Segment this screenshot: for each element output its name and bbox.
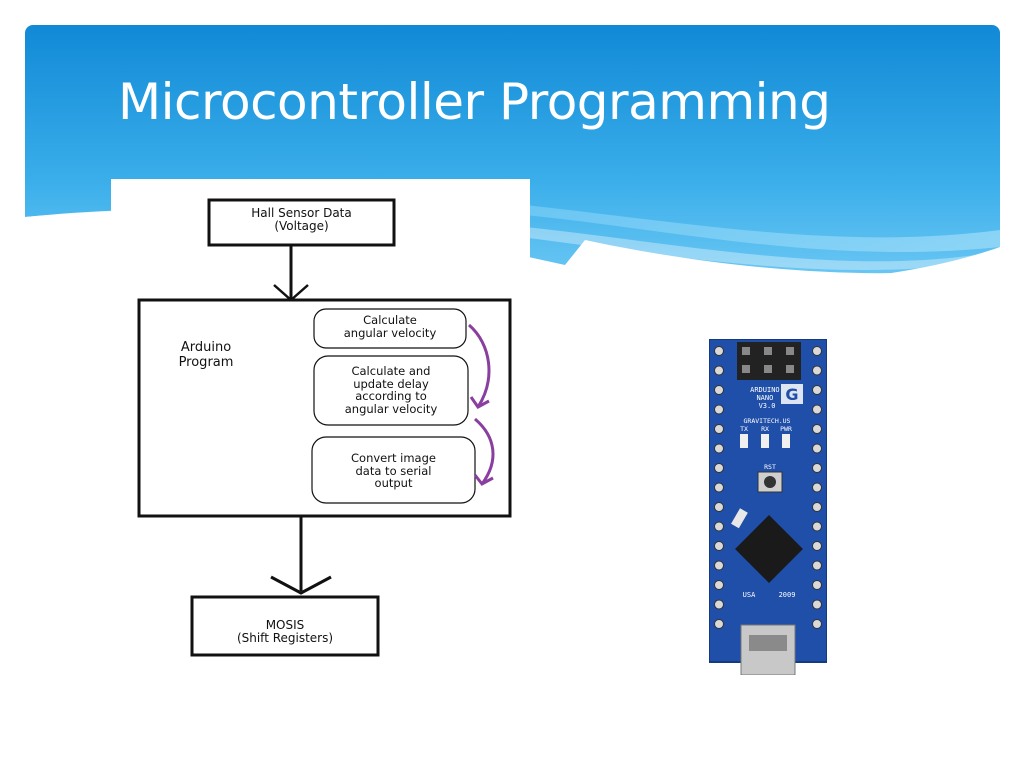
header-pin (812, 560, 822, 571)
header-pin (714, 580, 724, 590)
header-pin (812, 521, 822, 532)
header-pin (714, 599, 724, 610)
step-1-label: Calculate angular velocity (343, 313, 437, 340)
header-pin (714, 365, 724, 376)
header-pin (812, 404, 822, 415)
led-label-pwr: PWR (780, 425, 792, 433)
header-pin (714, 482, 724, 493)
header-pin (714, 443, 724, 454)
board-brand: GRAVITECH.US (744, 417, 791, 425)
step-3-label: Convert image data to serial output (351, 451, 436, 490)
program-label: Arduino Program (178, 340, 234, 370)
header-pin (812, 365, 822, 376)
step-box-2 (313, 355, 469, 426)
reset-label: RST (764, 463, 776, 471)
header-pin (812, 580, 822, 590)
header-pin (812, 443, 822, 454)
header-pin (714, 424, 724, 434)
flow-diagram: Hall Sensor Data (Voltage) Arduino Progr… (111, 179, 530, 680)
led-label-tx: TX (740, 425, 748, 433)
header-pin (714, 385, 724, 395)
header-pin (812, 346, 822, 356)
header-pin (714, 560, 724, 571)
svg-text:ARDUINO NANO V3.0: ARDUINO NANO V3.0 (750, 386, 784, 410)
svg-text:G: G (785, 385, 798, 404)
board-model-line-2: NANO (756, 394, 773, 402)
board-footer-year: 2009 (779, 591, 796, 599)
header-pin (714, 463, 724, 473)
purple-arrow-1 (467, 323, 491, 408)
header-pin (714, 404, 724, 415)
arduino-nano-photo: G ARDUINO NANO V3.0 GRAVITECH.US TX RX P… (709, 339, 827, 675)
header-pin (714, 502, 724, 512)
header-pin (812, 541, 822, 551)
output-box-label: MOSIS (Shift Registers) (236, 618, 334, 645)
header-pin (812, 482, 822, 493)
step-2-label: Calculate and update delay according to … (344, 364, 438, 416)
output-box (190, 595, 380, 657)
header-pin (714, 541, 724, 551)
header-pin (812, 619, 822, 629)
header-pin (812, 599, 822, 610)
input-box-label: Hall Sensor Data (Voltage) (251, 206, 352, 233)
led-label-rx: RX (761, 425, 769, 433)
step-box-1 (313, 308, 467, 349)
header-pin (714, 521, 724, 532)
header-pin (714, 346, 724, 356)
header-pin (812, 463, 822, 473)
board-model-line-1: ARDUINO (750, 386, 780, 394)
board-footer-left: USA (743, 591, 756, 599)
header-pin (714, 619, 724, 629)
slide-title: Microcontroller Programming (118, 73, 831, 131)
step-box-3 (311, 436, 476, 504)
purple-arrow-2 (474, 417, 495, 485)
header-pin (812, 385, 822, 395)
input-box (207, 198, 396, 247)
board-model-line-3: V3.0 (759, 402, 776, 410)
header-pin (812, 502, 822, 512)
header-pin (812, 424, 822, 434)
